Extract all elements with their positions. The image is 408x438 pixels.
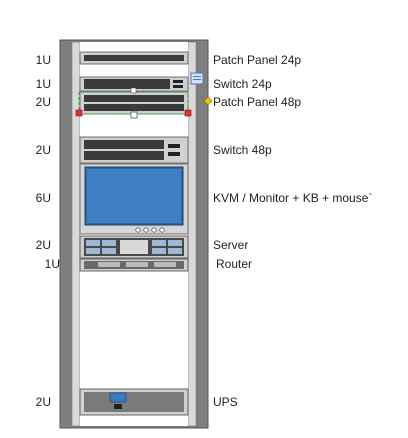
device-router[interactable] bbox=[79, 258, 189, 272]
unit-label-router: 1U bbox=[44, 257, 60, 271]
device-label-switch-48: Switch 48p bbox=[213, 143, 272, 157]
device-label-router: Router bbox=[216, 257, 253, 271]
unit-label-patch-panel-48: 2U bbox=[35, 95, 51, 109]
unit-label-switch-24: 1U bbox=[35, 77, 51, 91]
device-label-patch-panel-24: Patch Panel 24p bbox=[213, 53, 302, 67]
unit-label-kvm: 6U bbox=[35, 191, 51, 205]
device-ups[interactable] bbox=[79, 388, 189, 416]
properties-icon[interactable] bbox=[190, 72, 204, 85]
selection-handle-right[interactable] bbox=[184, 109, 192, 117]
unit-label-server: 2U bbox=[35, 238, 51, 252]
device-label-ups: UPS bbox=[213, 395, 238, 409]
selection-handle-top[interactable] bbox=[130, 87, 137, 94]
connection-anchor[interactable] bbox=[203, 96, 213, 106]
device-switch-48[interactable] bbox=[79, 136, 189, 164]
device-server[interactable] bbox=[79, 235, 189, 259]
device-label-patch-panel-48: Patch Panel 48p bbox=[213, 95, 302, 109]
selection-handle-bottom[interactable] bbox=[130, 111, 138, 119]
device-label-kvm: KVM / Monitor + KB + mouse` bbox=[213, 191, 373, 205]
unit-label-patch-panel-24: 1U bbox=[35, 53, 51, 67]
device-kvm[interactable] bbox=[79, 163, 189, 235]
device-label-server: Server bbox=[213, 238, 249, 252]
rack-rail-right bbox=[187, 41, 197, 427]
unit-label-switch-48: 2U bbox=[35, 143, 51, 157]
selection-handle-left[interactable] bbox=[75, 109, 83, 117]
device-patch-panel-24[interactable] bbox=[79, 51, 189, 65]
device-label-switch-24: Switch 24p bbox=[213, 77, 272, 91]
device-patch-panel-48[interactable] bbox=[79, 91, 189, 115]
unit-label-ups: 2U bbox=[35, 395, 51, 409]
